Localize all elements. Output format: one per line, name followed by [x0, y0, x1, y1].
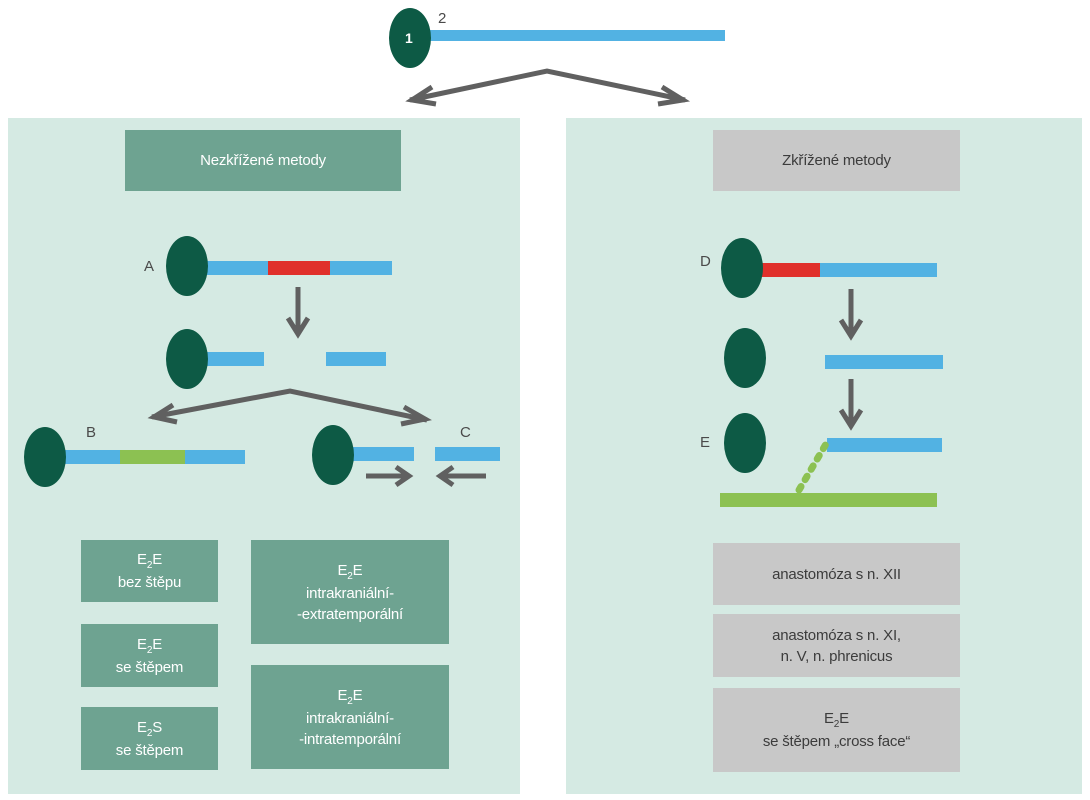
right-box-1: anastomóza s n. XII — [713, 543, 960, 605]
split-arrow-mid-right-head — [400, 404, 432, 427]
graft-b — [120, 450, 185, 464]
split-arrow-top-right-head — [657, 84, 691, 107]
split-arrow-top — [409, 68, 686, 103]
split-arrow-mid — [151, 388, 428, 423]
nerve-cut-2 — [326, 352, 386, 366]
graft-e — [720, 493, 937, 507]
nerve-a-1 — [200, 261, 268, 275]
label-b: B — [86, 424, 97, 441]
node-d — [721, 238, 763, 298]
top-nerve — [420, 30, 725, 41]
nerve-e — [827, 438, 942, 452]
node-d-cut — [724, 328, 766, 388]
arrow-c-left-head — [435, 464, 455, 488]
split-arrow-top-left-head — [405, 84, 437, 107]
lesion-a — [268, 261, 330, 275]
nerve-cut-1 — [200, 352, 264, 366]
arrow-e-down-head — [838, 408, 864, 431]
right-box-2: anastomóza s n. XI, n. V, n. phrenicus — [713, 614, 960, 677]
right-panel — [566, 118, 1082, 794]
nerve-d-cut — [825, 355, 943, 369]
top-node-label: 1 — [405, 30, 413, 46]
nerve-b-2 — [185, 450, 245, 464]
arrow-c-right-head — [394, 464, 414, 488]
split-arrow-mid-left-head — [147, 402, 178, 425]
nerve-c-1 — [347, 447, 414, 461]
top-nerve-label: 2 — [438, 10, 447, 27]
lesion-d — [760, 263, 820, 277]
nerve-d — [820, 263, 937, 277]
right-panel-title: Zkřížené metody — [713, 130, 960, 191]
top-node — [389, 8, 431, 68]
nerve-b-1 — [58, 450, 120, 464]
node-a — [166, 236, 208, 296]
arrow-d-down-head — [838, 318, 864, 341]
node-e — [724, 413, 766, 473]
label-d: D — [700, 253, 711, 270]
nerve-a-2 — [330, 261, 392, 275]
label-a: A — [144, 258, 155, 275]
graft-dotted — [795, 440, 830, 494]
label-c: C — [460, 424, 471, 441]
label-e: E — [700, 434, 711, 451]
node-b — [24, 427, 66, 487]
nerve-c-2 — [435, 447, 500, 461]
node-cut — [166, 329, 208, 389]
arrow-a-down-head — [285, 316, 311, 339]
left-panel-title: Nezkřížené metody — [125, 130, 401, 191]
node-c — [312, 425, 354, 485]
